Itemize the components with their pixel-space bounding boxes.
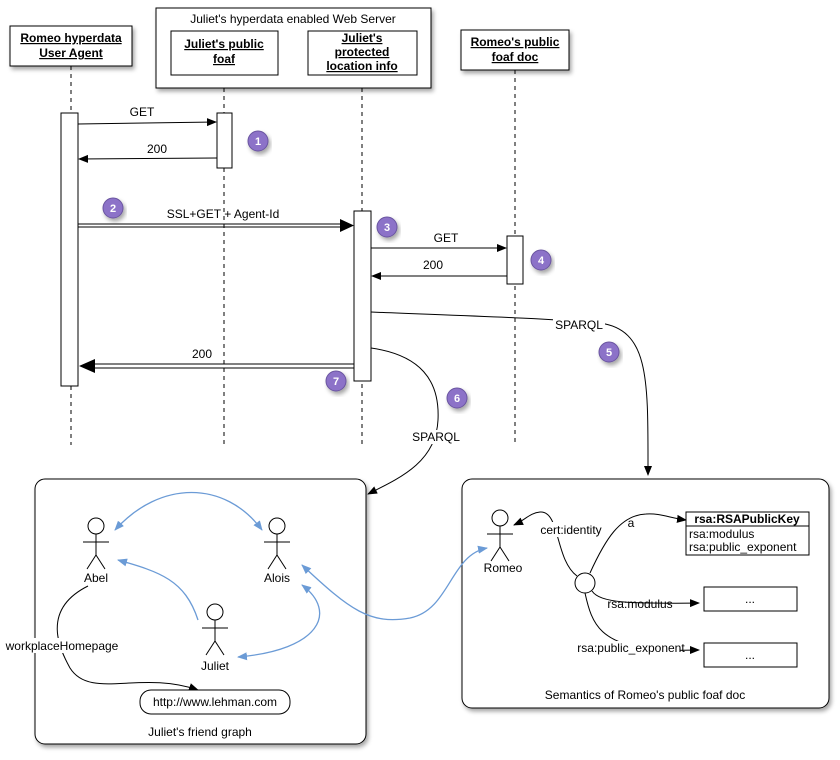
badge-4: 4 [530, 249, 552, 271]
edge-abel-alois [114, 491, 263, 531]
msg-ssl: SSL+GET + Agent-Id [167, 207, 280, 221]
message-sparql-friend-graph: SPARQL [367, 347, 463, 495]
activation-bars [60, 112, 524, 387]
message-200-romeo-doc: 200 [371, 258, 507, 280]
a-label: a [628, 516, 635, 530]
participant-romeo-doc: Romeo's public foaf doc [460, 29, 570, 71]
svg-text:7: 7 [333, 376, 339, 388]
msg-sparql5: SPARQL [555, 318, 603, 332]
ua-line2: User Agent [39, 46, 103, 60]
semantics-panel: Romeo cert:identity a rsa:RSAPublicKey r… [461, 478, 830, 709]
msg-200a: 200 [147, 142, 167, 156]
svg-text:3: 3 [384, 222, 390, 234]
msg-200b: 200 [423, 258, 443, 272]
message-200-foaf: 200 [78, 142, 218, 163]
alois-label: Alois [264, 571, 290, 585]
badge-5: 5 [598, 341, 620, 363]
foaf-line1: Juliet's public [184, 37, 264, 51]
message-ssl-get: SSL+GET + Agent-Id [78, 207, 354, 232]
romeo-doc-line1: Romeo's public [471, 35, 560, 49]
edge-cert-identity [513, 511, 578, 577]
workplace-label: workplaceHomepage [5, 639, 119, 653]
modulus-label: rsa:modulus [607, 597, 672, 611]
badge-2: 2 [102, 197, 124, 219]
abel-label: Abel [84, 571, 108, 585]
identity-label: cert:identity [540, 523, 601, 537]
location-line1: Juliet's [342, 31, 383, 45]
message-get-foaf: GET [77, 105, 217, 127]
participant-user-agent: Romeo hyperdata User Agent [9, 25, 133, 67]
svg-text:4: 4 [538, 255, 545, 267]
edge-workplace [56, 585, 199, 691]
alois-figure [264, 517, 290, 570]
msg-get2: GET [434, 231, 459, 245]
badge-1: 1 [247, 130, 269, 152]
message-get-romeo-doc: GET [371, 231, 507, 252]
location-line3: location info [326, 59, 397, 73]
url-label: http://www.lehman.com [153, 695, 277, 709]
participant-web-server: Juliet's hyperdata enabled Web Server Ju… [155, 7, 432, 89]
key-title: rsa:RSAPublicKey [694, 512, 800, 526]
exponent-label: rsa:public_exponent [577, 641, 685, 655]
modulus-value: ... [745, 592, 755, 606]
friend-graph-panel: Abel Alois Juliet workplaceHomepage [3, 478, 367, 745]
exponent-value: ... [745, 648, 755, 662]
svg-text:5: 5 [606, 347, 612, 359]
rsa-key-class: rsa:RSAPublicKey rsa:modulus rsa:public_… [685, 511, 810, 556]
edge-alois-romeo [301, 545, 488, 621]
key-exponent: rsa:public_exponent [689, 540, 797, 554]
badge-7: 7 [325, 370, 347, 392]
edge-juliet-abel [117, 558, 199, 621]
friend-graph-caption: Juliet's friend graph [148, 725, 252, 739]
badge-6: 6 [446, 387, 468, 409]
svg-text:1: 1 [255, 136, 261, 148]
foaf-line2: foaf [213, 52, 236, 66]
msg-200c: 200 [192, 347, 212, 361]
romeo-label: Romeo [484, 561, 523, 575]
edge-juliet-alois [237, 584, 321, 661]
romeo-doc-line2: foaf doc [492, 50, 539, 64]
svg-text:2: 2 [110, 203, 116, 215]
edge-modulus [591, 590, 700, 608]
msg-get1: GET [130, 105, 155, 119]
msg-sparql6: SPARQL [412, 430, 460, 444]
message-200-user-agent: 200 [79, 347, 354, 373]
location-line2: protected [335, 45, 390, 59]
message-sparql-semantics: SPARQL [370, 311, 653, 476]
step-badges: 1 2 3 4 5 6 7 [102, 130, 620, 409]
semantics-caption: Semantics of Romeo's public foaf doc [545, 688, 745, 702]
badge-3: 3 [376, 216, 398, 238]
juliet-figure [202, 603, 228, 656]
server-title: Juliet's hyperdata enabled Web Server [190, 12, 396, 26]
juliet-label: Juliet [201, 659, 230, 673]
romeo-figure [487, 509, 513, 562]
ua-line1: Romeo hyperdata [20, 31, 122, 45]
edge-type [589, 513, 687, 574]
blank-node [574, 572, 596, 594]
key-modulus: rsa:modulus [689, 527, 754, 541]
svg-text:6: 6 [454, 393, 460, 405]
abel-figure [83, 517, 109, 570]
